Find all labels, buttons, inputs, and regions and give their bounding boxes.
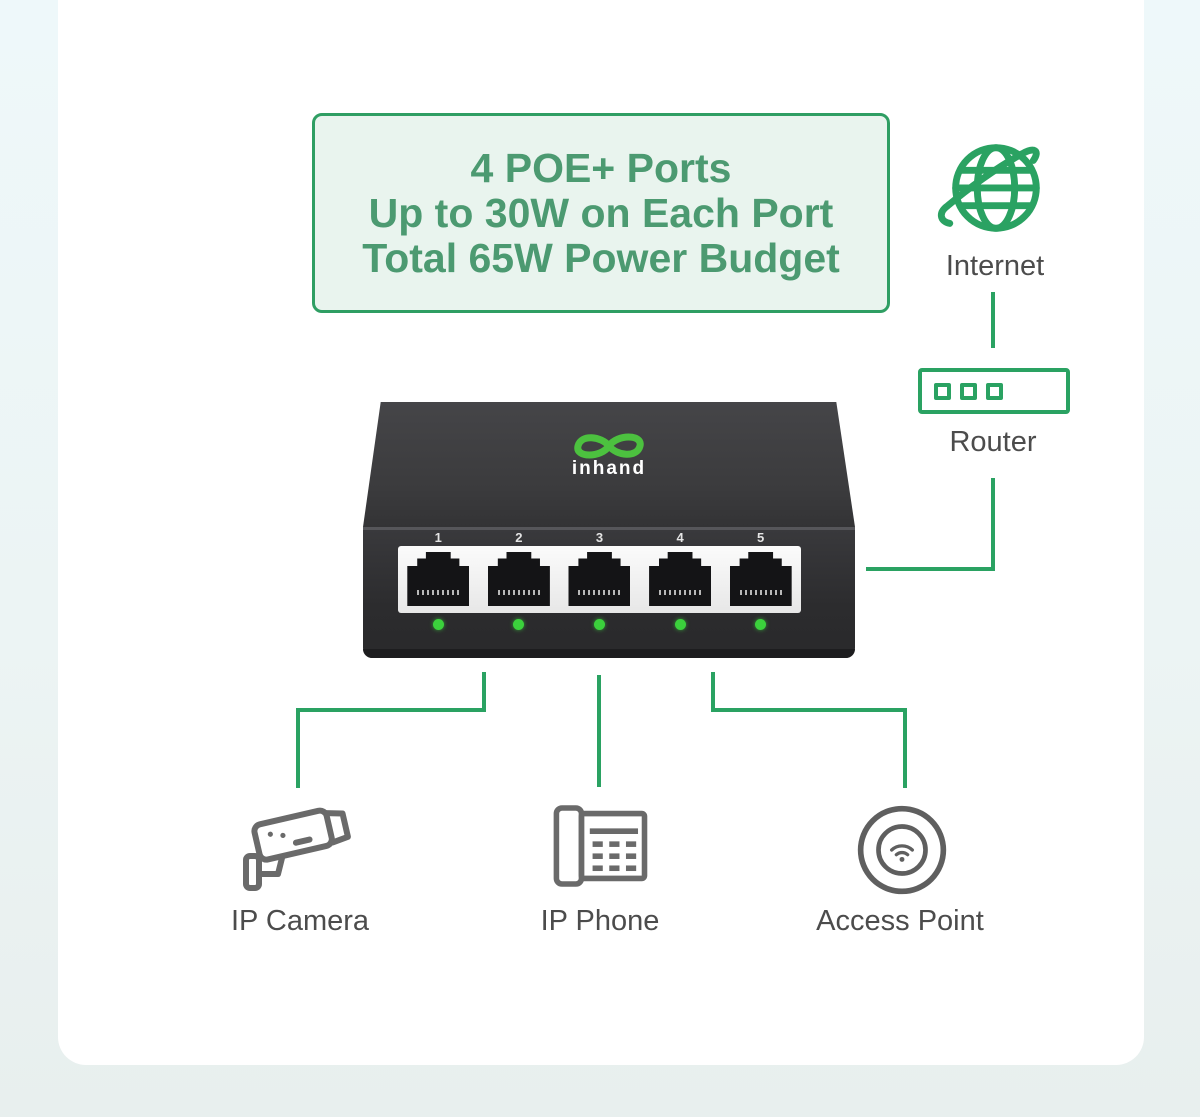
port-led (593, 618, 605, 630)
rj45-port (479, 546, 560, 613)
ip-camera-label: IP Camera (230, 905, 370, 937)
port-number: 1 (434, 530, 442, 545)
desk-phone-icon (553, 805, 648, 887)
port-led (674, 618, 686, 630)
port-number: 5 (757, 530, 765, 545)
feature-callout-box: 4 POE+ Ports Up to 30W on Each Port Tota… (312, 113, 890, 313)
port-led (432, 618, 444, 630)
port-number-row: 1 2 3 4 5 (398, 530, 801, 546)
internet-label: Internet (945, 250, 1045, 282)
connector-router-to-switch (866, 567, 995, 571)
rj45-port (720, 546, 801, 613)
ip-phone-label: IP Phone (540, 905, 660, 937)
connector-switch-ap-h (711, 708, 907, 712)
connector-switch-ap-v1 (711, 672, 715, 712)
wifi-ap-icon (857, 805, 947, 895)
led-row (398, 617, 801, 631)
port-number: 3 (595, 530, 604, 545)
switch-top-face: inhand (363, 402, 855, 527)
connector-switch-camera-v1 (482, 672, 486, 712)
switch-foot (363, 649, 855, 658)
port-led (513, 618, 525, 630)
infinity-icon (574, 433, 644, 459)
router-icon (918, 368, 1070, 414)
connector-switch-camera-v2 (296, 708, 300, 788)
connector-internet-router (991, 292, 995, 348)
port-led (755, 618, 767, 630)
callout-line-1: 4 POE+ Ports (470, 144, 732, 191)
rj45-port (640, 546, 721, 613)
callout-line-2: Up to 30W on Each Port (368, 189, 834, 236)
port-number: 4 (676, 530, 684, 545)
globe-icon (937, 144, 1040, 232)
cctv-camera-icon (243, 807, 351, 891)
access-point-label: Access Point (816, 905, 984, 937)
port-strip (398, 546, 801, 613)
connector-switch-camera-h (296, 708, 486, 712)
router-label: Router (949, 426, 1037, 458)
connector-switch-ap-v2 (903, 708, 907, 788)
poe-switch: inhand 1 2 3 4 5 (363, 402, 855, 658)
connector-router-down (991, 478, 995, 571)
port-number: 2 (515, 530, 523, 545)
switch-logo: inhand (363, 432, 855, 480)
connector-switch-phone (597, 675, 601, 787)
rj45-port (398, 546, 479, 613)
rj45-port (559, 546, 640, 613)
callout-line-3: Total 65W Power Budget (362, 234, 840, 281)
brand-text: inhand (571, 458, 647, 479)
